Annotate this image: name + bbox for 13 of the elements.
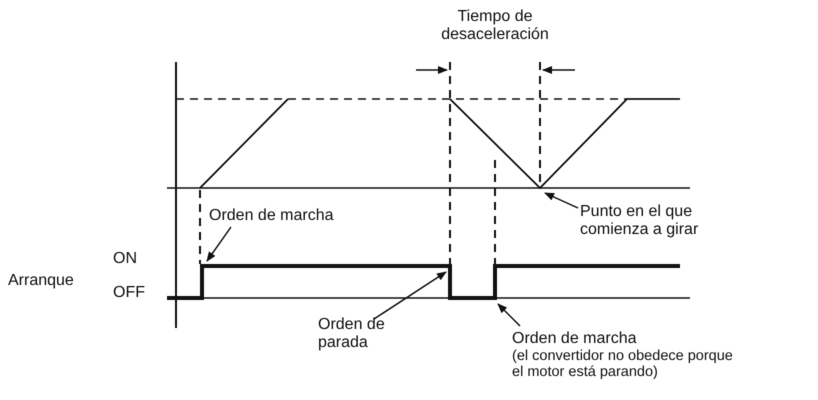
dimension-label: Tiempo de desaceleración [440,8,550,44]
leader-line [374,271,447,320]
callout-text: (el convertidor no obedece porque el motor está parando) [512,348,734,380]
level-label: OFF [113,284,145,302]
leader-line [497,303,521,327]
callout-text: Orden de marcha [512,330,638,348]
level-label: ON [113,250,137,268]
leader-line [544,192,578,209]
callout-text: Orden de marcha [209,207,335,225]
callout-text: Punto en el que comienza a girar [580,203,700,239]
leader-line [206,226,232,262]
signal-name: Arranque [8,272,74,290]
callout-text: Orden de parada [318,316,386,352]
